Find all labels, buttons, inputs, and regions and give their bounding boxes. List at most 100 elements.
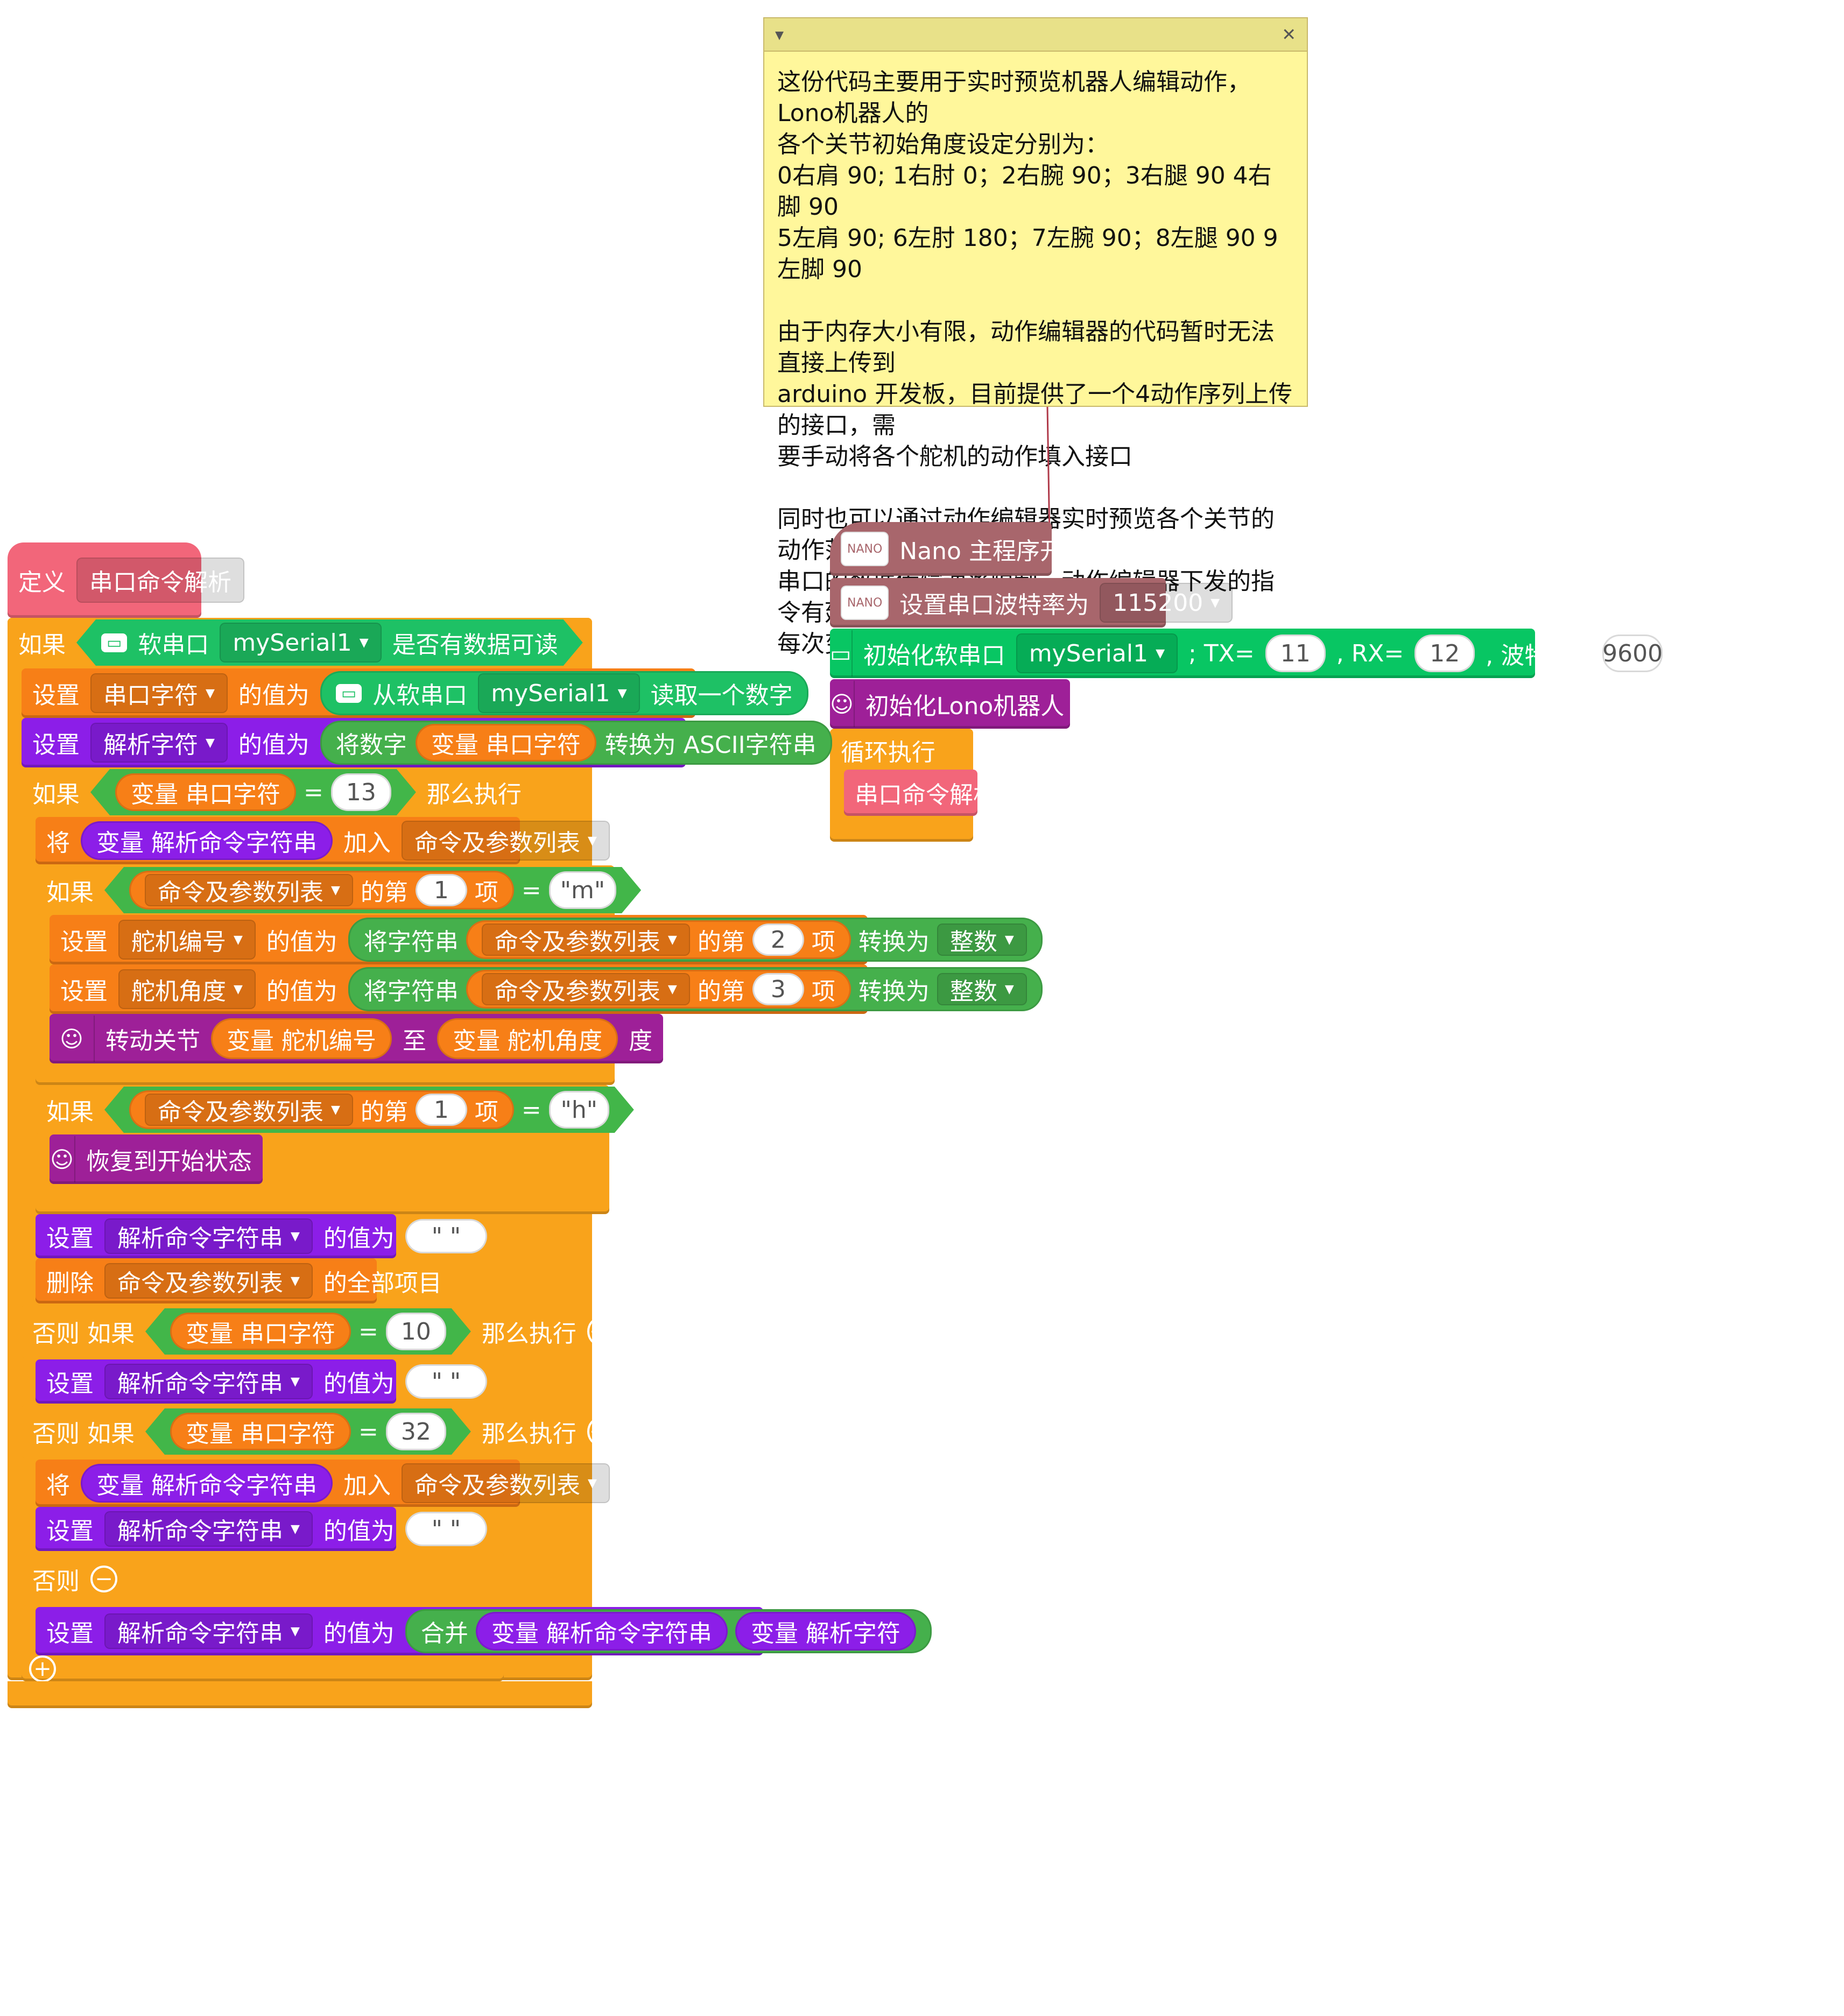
var-serial-char-dropdown[interactable]: 串口字符▼ — [90, 673, 228, 713]
val-32-input[interactable]: 32 — [386, 1413, 446, 1450]
triangle-down-icon[interactable]: ▾ — [775, 24, 784, 45]
var-parse-str-reporter-2[interactable]: 变量解析命令字符串 — [81, 1464, 333, 1503]
type-dropdown-2[interactable]: 整数▼ — [937, 973, 1027, 1005]
var-parse-str-dropdown-4[interactable]: 解析命令字符串▼ — [104, 1613, 313, 1649]
else-header[interactable]: 否则 − — [22, 1552, 504, 1606]
var-serial-char-reporter-4[interactable]: 变量串口字符 — [170, 1413, 351, 1450]
add-branch-icon[interactable]: + — [29, 1655, 56, 1682]
var-servo-id-dropdown[interactable]: 舵机编号▼ — [118, 920, 256, 960]
set-parse-str-empty-block-2[interactable]: 设置 解析命令字符串▼ 的值为 " " — [36, 1359, 487, 1404]
val-10-input[interactable]: 10 — [386, 1313, 446, 1350]
list-item-reporter[interactable]: 命令及参数列表▼ 的第 1 项 — [129, 871, 514, 910]
var-servo-angle-dropdown[interactable]: 舵机角度▼ — [118, 969, 256, 1009]
str-empty-input-2[interactable]: " " — [405, 1364, 487, 1399]
eq-h-condition[interactable]: 命令及参数列表▼ 的第 1 项 = "h" — [104, 1087, 634, 1133]
eq-10-condition[interactable]: 变量串口字符 = 10 — [145, 1308, 471, 1355]
idx-1-input-2[interactable]: 1 — [416, 1094, 467, 1126]
idx-1-input[interactable]: 1 — [416, 874, 467, 906]
else-if-32-header[interactable]: 否则 如果 变量串口字符 = 32 那么执行 − — [22, 1405, 610, 1458]
var-servo-angle-reporter[interactable]: 变量舵机角度 — [437, 1018, 618, 1059]
set-baud-block[interactable]: NANO 设置串口波特率为 115200▼ — [830, 578, 1233, 628]
set-parse-str-merge-block[interactable]: 设置 解析命令字符串▼ 的值为 合并 变量解析命令字符串 变量解析字符 — [36, 1607, 932, 1655]
var-parse-char-reporter[interactable]: 变量解析字符 — [735, 1612, 916, 1651]
rotate-joint-block[interactable]: ☺ 转动关节 变量舵机编号 至 变量舵机角度 度 — [50, 1014, 663, 1063]
var-parse-char-dropdown[interactable]: 解析字符▼ — [90, 723, 228, 763]
set-servo-angle-block[interactable]: 设置 舵机角度▼ 的值为 将字符串 命令及参数列表▼ 的第 3 项 转换为 整数… — [50, 964, 1043, 1014]
list-dropdown-6[interactable]: 命令及参数列表▼ — [104, 1263, 313, 1299]
list-dropdown-5[interactable]: 命令及参数列表▼ — [145, 1094, 353, 1126]
set-parse-str-empty-block[interactable]: 设置 解析命令字符串▼ 的值为 " " — [36, 1214, 487, 1258]
init-robot-block[interactable]: ☺ 初始化Lono机器人 — [830, 679, 1070, 729]
var-parse-str-dropdown-3[interactable]: 解析命令字符串▼ — [104, 1511, 313, 1547]
var-parse-str-dropdown[interactable]: 解析命令字符串▼ — [104, 1218, 313, 1254]
var-serial-char-reporter-3[interactable]: 变量串口字符 — [170, 1313, 351, 1350]
baud-dropdown[interactable]: 115200▼ — [1100, 583, 1233, 623]
str-to-int-reporter-2[interactable]: 将字符串 命令及参数列表▼ 的第 3 项 转换为 整数▼ — [348, 967, 1043, 1011]
proc-name-field[interactable]: 串口命令解析 — [76, 558, 244, 603]
add-to-list-block[interactable]: 将 变量解析命令字符串 加入 命令及参数列表▼ — [36, 817, 610, 864]
init-soft-serial-block[interactable]: ▭ 初始化软串口 mySerial1▼ ; TX= 11 , RX= 12 , … — [830, 629, 1663, 678]
item-label: 项 — [811, 978, 835, 1005]
tx-input[interactable]: 11 — [1265, 635, 1326, 672]
read-from-label: 从软串口 — [372, 682, 468, 709]
list-item-reporter-3[interactable]: 命令及参数列表▼ 的第 3 项 — [466, 970, 851, 1009]
merge-reporter[interactable]: 合并 变量解析命令字符串 变量解析字符 — [405, 1609, 932, 1653]
str-m-input[interactable]: "m" — [549, 871, 616, 909]
serial-dropdown-3[interactable]: mySerial1▼ — [478, 673, 640, 713]
set-parse-str-empty-block-3[interactable]: 设置 解析命令字符串▼ 的值为 " " — [36, 1507, 487, 1551]
type-dropdown[interactable]: 整数▼ — [937, 924, 1027, 956]
str-empty-input-3[interactable]: " " — [405, 1512, 487, 1546]
comment-note[interactable]: ▾ ✕ 这份代码主要用于实时预览机器人编辑动作，Lono机器人的 各个关节初始角… — [763, 17, 1308, 658]
list-dropdown-4[interactable]: 命令及参数列表▼ — [481, 973, 690, 1005]
if-label: 如果 — [46, 879, 94, 906]
close-icon[interactable]: ✕ — [1282, 24, 1296, 45]
set-serial-char-block[interactable]: 设置 串口字符▼ 的值为 ▭ 从软串口 mySerial1▼ 读取一个数字 — [22, 668, 808, 718]
list-dropdown[interactable]: 命令及参数列表▼ — [402, 821, 610, 861]
list-item-reporter-4[interactable]: 命令及参数列表▼ 的第 1 项 — [129, 1090, 514, 1129]
list-dropdown-3[interactable]: 命令及参数列表▼ — [481, 924, 690, 956]
remove-branch-icon-2[interactable]: − — [587, 1418, 610, 1445]
serial-dropdown-2[interactable]: mySerial1▼ — [220, 623, 381, 662]
num-to-ascii-reporter[interactable]: 将数字 变量串口字符 转换为 ASCII字符串 — [320, 721, 832, 765]
add-branch-footer — [22, 1655, 504, 1681]
var-servo-id-reporter[interactable]: 变量舵机编号 — [211, 1018, 392, 1059]
val-13-input[interactable]: 13 — [331, 773, 391, 811]
list-item-reporter-2[interactable]: 命令及参数列表▼ 的第 2 项 — [466, 920, 851, 959]
idx-2-input[interactable]: 2 — [752, 924, 804, 956]
eq-m-condition[interactable]: 命令及参数列表▼ 的第 1 项 = "m" — [104, 867, 641, 913]
str-empty-input[interactable]: " " — [405, 1219, 487, 1253]
idx-3-input[interactable]: 3 — [752, 973, 804, 1005]
read-number-reporter[interactable]: ▭ 从软串口 mySerial1▼ 读取一个数字 — [320, 671, 808, 715]
set-parse-char-block[interactable]: 设置 解析字符▼ 的值为 将数字 变量串口字符 转换为 ASCII字符串 — [22, 718, 832, 767]
else-if-10-header[interactable]: 否则 如果 变量串口字符 = 10 那么执行 − — [22, 1305, 610, 1358]
rate-input[interactable]: 9600 — [1602, 635, 1663, 672]
define-hat[interactable]: 定义 串口命令解析 — [8, 542, 244, 618]
reset-block[interactable]: ☺ 恢复到开始状态 — [50, 1134, 263, 1184]
eq-32-condition[interactable]: 变量串口字符 = 32 — [145, 1408, 471, 1455]
str-to-int-reporter[interactable]: 将字符串 命令及参数列表▼ 的第 2 项 转换为 整数▼ — [348, 918, 1043, 962]
outer-if-label: 如果 — [18, 631, 66, 659]
str-h-input[interactable]: "h" — [549, 1091, 609, 1129]
rx-input[interactable]: 12 — [1414, 635, 1475, 672]
var-parse-str-reporter[interactable]: 变量解析命令字符串 — [81, 821, 333, 860]
chevron-down-icon: ▼ — [617, 686, 627, 700]
put-label: 将 — [46, 1472, 70, 1499]
var-serial-char-reporter[interactable]: 变量串口字符 — [415, 724, 596, 762]
serial-dropdown[interactable]: mySerial1▼ — [1016, 633, 1178, 673]
nano-start-hat[interactable]: NANO Nano 主程序开始 — [830, 522, 1087, 576]
comment-header[interactable]: ▾ ✕ — [764, 18, 1307, 52]
to-label: 至 — [403, 1027, 426, 1055]
remove-branch-icon-3[interactable]: − — [90, 1566, 117, 1592]
serial-available-condition[interactable]: ▭ 软串口 mySerial1▼ 是否有数据可读 — [76, 619, 583, 666]
var-parse-str-dropdown-2[interactable]: 解析命令字符串▼ — [104, 1364, 313, 1399]
list-dropdown-2[interactable]: 命令及参数列表▼ — [145, 874, 353, 906]
remove-branch-icon[interactable]: − — [587, 1318, 610, 1345]
set-servo-id-block[interactable]: 设置 舵机编号▼ 的值为 将字符串 命令及参数列表▼ 的第 2 项 转换为 整数… — [50, 915, 1043, 964]
delete-all-block[interactable]: 删除 命令及参数列表▼ 的全部项目 — [36, 1258, 442, 1303]
var-parse-str-reporter-3[interactable]: 变量解析命令字符串 — [475, 1612, 728, 1651]
list-dropdown-7[interactable]: 命令及参数列表▼ — [402, 1463, 610, 1503]
eq-13-condition[interactable]: 变量串口字符 = 13 — [90, 769, 416, 815]
var-serial-char-reporter-2[interactable]: 变量串口字符 — [115, 773, 296, 811]
call-proc-block[interactable]: 串口命令解析 — [844, 770, 997, 816]
add-to-list-block-2[interactable]: 将 变量解析命令字符串 加入 命令及参数列表▼ — [36, 1460, 610, 1507]
